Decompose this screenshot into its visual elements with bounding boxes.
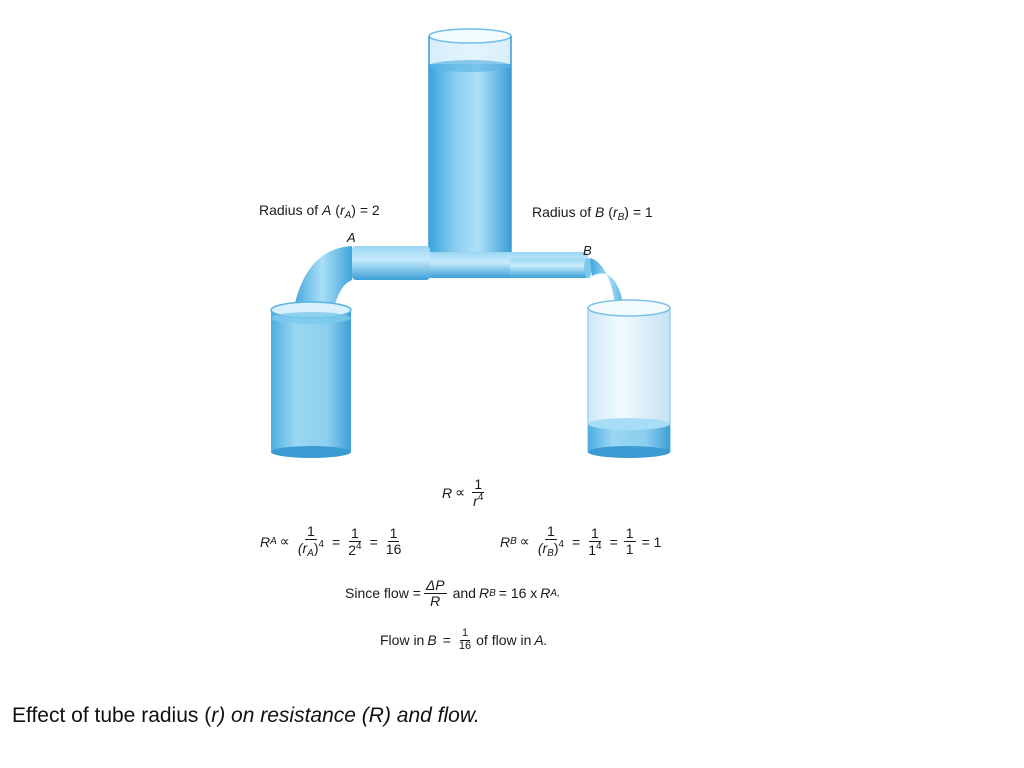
eq-flow-num: 1 <box>459 627 471 641</box>
eq-ra-f1-num: 1 <box>305 523 317 540</box>
eq-ra-frac1: 1 (rA)4 <box>296 524 326 559</box>
eq-flow-post: of flow in <box>476 632 532 649</box>
eq-rb-lhs-sub: B <box>510 536 517 548</box>
eq-since-r-sub: B <box>489 587 496 599</box>
eq-rb-f2-den: 14 <box>586 540 603 558</box>
eq-ra-lhs: R <box>260 533 271 550</box>
radius-b-pre: Radius of <box>532 204 596 220</box>
figure-caption: Effect of tube radius (r) on resistance … <box>12 704 480 728</box>
eq-main-den: r4 <box>471 491 485 509</box>
eq-ra-eq1: = <box>332 533 341 550</box>
eq-main-prop: ∝ <box>455 484 466 501</box>
eq-rb-f2-den-exp: 4 <box>596 540 602 552</box>
eq-rb-lhs: R <box>500 533 511 550</box>
eq-flow-frac: 1 16 <box>457 627 473 652</box>
radius-a-var: A <box>322 202 332 218</box>
eq-ra-f1-den-sub: A <box>307 547 314 559</box>
eq-rb-prop: ∝ <box>519 533 530 550</box>
radius-b-var: B <box>595 204 605 220</box>
eq-rb-f1-den-base: (r <box>537 539 548 556</box>
radius-b-label: Radius of B (rB) = 1 <box>532 204 653 223</box>
eq-since-den: R <box>430 592 441 609</box>
beaker-b <box>587 299 671 458</box>
radius-a-sub: A <box>344 210 352 221</box>
eq-since-r2: R <box>540 585 551 602</box>
eq-ra-f1-den-base: (r <box>297 539 308 556</box>
radius-b-sym: r <box>612 204 618 220</box>
eq-ra-f2-den-exp: 4 <box>356 540 362 552</box>
eq-since-frac: ΔP R <box>423 577 447 609</box>
eq-since-eq: = 16 x <box>498 585 538 602</box>
point-a-label: A <box>347 230 356 245</box>
radius-a-sym: r <box>339 202 345 218</box>
equation-flow: Flow in B = 1 16 of flow in A. <box>380 627 551 652</box>
eq-main-lhs: R <box>442 484 453 501</box>
radius-b-sub: B <box>617 212 625 223</box>
eq-ra-f1-den: (rA)4 <box>296 538 326 560</box>
beaker-a <box>270 301 352 458</box>
eq-rb-f3-den: 1 <box>625 541 634 558</box>
eq-rb-eq3: = 1 <box>641 533 662 550</box>
eq-flow-eq: = <box>442 632 451 649</box>
eq-ra-frac2: 1 24 <box>346 526 363 557</box>
eq-rb-f3-num: 1 <box>623 525 636 543</box>
eq-rb-f1-den-sub: B <box>547 547 554 559</box>
eq-flow-pre: Flow in <box>380 632 425 649</box>
eq-rb-frac1: 1 (rB)4 <box>536 524 566 559</box>
eq-rb-f1-den-exp: 4 <box>558 538 565 550</box>
eq-flow-den: 16 <box>458 639 472 652</box>
eq-ra-f1-den-tail: ) <box>313 539 319 556</box>
eq-since-num: ΔP <box>423 577 447 594</box>
eq-ra-frac3: 1 16 <box>384 526 404 556</box>
equation-main: R ∝ 1 r4 <box>442 477 488 508</box>
eq-since-r: R <box>478 585 490 602</box>
eq-ra-eq2: = <box>369 533 378 550</box>
eq-ra-f2-den-base: 2 <box>348 541 357 558</box>
horizontal-pipe <box>352 246 592 280</box>
eq-rb-f2-den-base: 1 <box>588 541 597 558</box>
eq-flow-var2: A. <box>534 632 548 649</box>
eq-rb-eq2: = <box>609 533 618 550</box>
eq-rb-eq1: = <box>572 533 581 550</box>
caption-pre: Effect of tube radius ( <box>12 704 212 727</box>
eq-flow-var: B <box>427 632 437 649</box>
eq-ra-f2-den: 24 <box>346 540 363 558</box>
radius-a-pre: Radius of <box>259 202 323 218</box>
eq-ra-f2-num: 1 <box>349 524 361 542</box>
point-b-label: B <box>583 243 592 258</box>
eq-rb-f1-den: (rB)4 <box>536 538 566 560</box>
eq-main-frac: 1 r4 <box>471 477 485 508</box>
eq-rb-f1-num: 1 <box>545 523 557 540</box>
eq-ra-f3-num: 1 <box>387 525 400 543</box>
reservoir-column <box>428 28 512 272</box>
eq-main-num: 1 <box>472 476 485 493</box>
eq-rb-f1-den-tail: ) <box>553 539 559 556</box>
eq-since-r2-sub: A, <box>550 587 560 599</box>
eq-ra-prop: ∝ <box>279 533 290 550</box>
eq-rb-frac3: 1 1 <box>623 525 636 558</box>
radius-a-paren: ( <box>331 202 340 218</box>
eq-ra-f3-den: 16 <box>385 541 402 558</box>
radius-b-value: ) = 1 <box>624 204 653 220</box>
radius-a-label: Radius of A (rA) = 2 <box>259 202 380 221</box>
radius-a-value: ) = 2 <box>351 202 380 218</box>
eq-rb-f2-num: 1 <box>589 524 601 542</box>
eq-since-mid: and <box>452 585 476 602</box>
eq-main-den-exp: 4 <box>477 491 484 503</box>
eq-ra-lhs-sub: A <box>270 536 277 548</box>
eq-rb-frac2: 1 14 <box>586 526 603 557</box>
eq-since-pre: Since flow = <box>345 585 421 602</box>
caption-italic: r) on resistance (R) and flow. <box>211 704 480 727</box>
radius-b-paren: ( <box>604 204 613 220</box>
eq-main-den-base: r <box>473 492 478 509</box>
outlet-a-bend <box>292 246 352 318</box>
eq-ra-f1-den-exp: 4 <box>318 538 325 550</box>
